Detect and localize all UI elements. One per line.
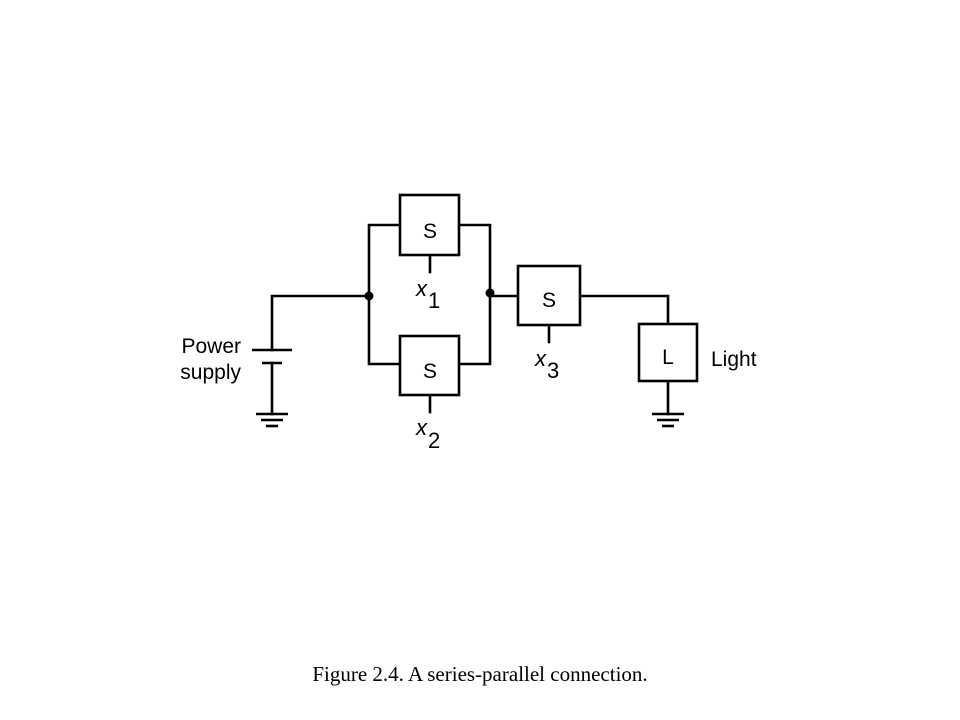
switch-s1: S [398, 193, 461, 257]
wires [270, 223, 670, 416]
switch-s2: S [398, 334, 461, 397]
wire-parallel-right-rail [457, 223, 492, 366]
input-sub-2: 2 [428, 428, 440, 453]
input-label-x3: x 3 [534, 346, 559, 383]
input-var-x1: x [415, 276, 428, 301]
power-supply-label-line2: supply [180, 361, 241, 384]
light-symbol: L [662, 346, 674, 369]
input-label-x1: x 1 [415, 276, 440, 313]
switch-s2-symbol: S [423, 360, 437, 383]
input-sub-1: 1 [428, 288, 440, 313]
input-var-x2: x [415, 415, 428, 440]
power-supply-label-line1: Power [181, 335, 241, 358]
junction-dot-left [364, 291, 374, 301]
light-label: Light [711, 348, 757, 371]
power-supply-icon [252, 348, 292, 365]
figure-caption: Figure 2.4. A series-parallel connection… [312, 662, 648, 686]
switch-s3-symbol: S [542, 289, 556, 312]
wire-s3-to-light [578, 294, 670, 326]
input-label-x2: x 2 [415, 415, 440, 453]
wire-parallel-left-rail [367, 223, 402, 366]
input-var-x3: x [534, 346, 547, 371]
ground-icon [652, 412, 684, 428]
wire-supply-to-parallel [270, 294, 371, 352]
light-box: L [637, 322, 699, 383]
switch-s3: S [516, 264, 582, 327]
switch-s1-symbol: S [423, 220, 437, 243]
input-sub-3: 3 [547, 358, 559, 383]
junction-dot-right [485, 288, 495, 298]
ground-icon [256, 412, 288, 428]
